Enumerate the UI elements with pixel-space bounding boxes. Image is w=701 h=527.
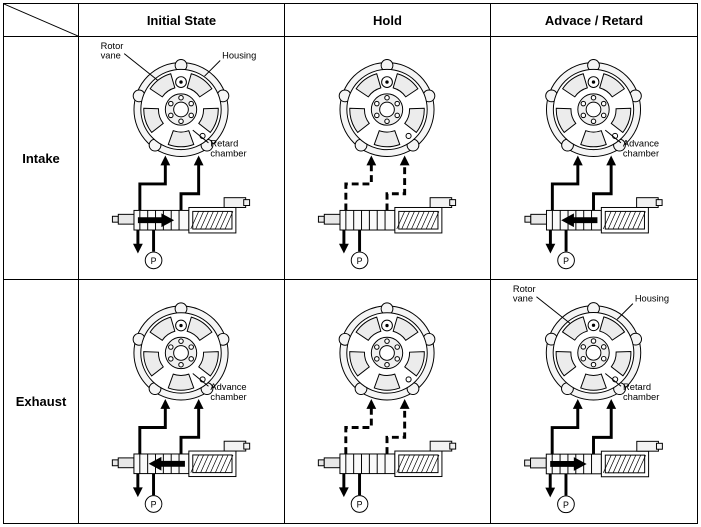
corner-cell (4, 4, 79, 37)
drain-arrow-icon (338, 487, 349, 498)
connector-icon (223, 197, 247, 208)
flow-arrowheads (572, 399, 617, 409)
connector-icon (429, 197, 453, 208)
oil-control-valve (317, 440, 457, 478)
flow-arrowheads (366, 399, 410, 409)
callout-housing: Housing (204, 51, 256, 77)
spool-flow-arrow-right (137, 213, 175, 228)
row-header-exhaust: Exhaust (4, 280, 79, 523)
spool-flow-arrow-left (148, 456, 185, 471)
callout-label: Housing (222, 51, 256, 61)
flow-arrowheads (160, 155, 204, 166)
cam-phaser (545, 302, 643, 401)
callout-label: Housing (635, 294, 669, 304)
connector-icon (429, 440, 453, 452)
spool-flow-arrow-left (561, 213, 598, 228)
pump-port-circle (557, 251, 575, 270)
port-label: P (357, 256, 363, 266)
drain-arrow-icon (545, 487, 556, 498)
port-label: P (563, 500, 569, 510)
oil-flow-lines (344, 404, 407, 454)
connector-icon (223, 440, 247, 452)
oil-control-valve (524, 440, 663, 478)
oil-pump-port: P (133, 230, 163, 270)
drain-arrow-icon (133, 243, 143, 254)
port-label: P (151, 499, 157, 509)
corner-diagonal (4, 4, 78, 36)
oil-flow-lines (550, 404, 613, 455)
oil-pump-port: P (545, 230, 575, 270)
oil-pump-port: P (132, 473, 163, 513)
oil-flow-lines (138, 404, 201, 454)
cell-intake-hold: P (285, 37, 491, 280)
drain-arrow-icon (132, 487, 143, 498)
diagram-intake-hold: P (317, 59, 457, 270)
cam-phaser (338, 302, 436, 401)
cell-exhaust-hold: P (285, 280, 491, 523)
connector-icon (636, 440, 659, 452)
oil-pump-port: P (545, 473, 575, 514)
pump-port-circle (144, 251, 163, 270)
row-header-intake: Intake (4, 37, 79, 280)
column-header-hold: Hold (285, 4, 491, 37)
flow-arrowheads (572, 155, 617, 166)
column-header-advance-retard: Advace / Retard (491, 4, 697, 37)
pump-port-circle (350, 251, 369, 270)
flow-arrowheads (366, 155, 410, 166)
oil-pump-port: P (339, 230, 369, 270)
callout-housing: Housing (616, 294, 669, 320)
drain-arrow-icon (339, 243, 349, 254)
port-label: P (151, 256, 157, 266)
oil-flow-lines (344, 161, 407, 211)
oil-flow-lines (138, 161, 201, 211)
port-label: P (357, 499, 363, 509)
cam-phaser (338, 59, 436, 158)
diagram-table: Initial State Hold Advace / Retard Intak… (3, 3, 698, 524)
spool-flow-arrow-right (550, 457, 587, 471)
oil-control-valve (111, 440, 251, 478)
pump-port-circle (557, 495, 575, 514)
diagram-exhaust-hold: P (317, 302, 457, 513)
connector-icon (636, 197, 659, 208)
cam-phaser (545, 59, 642, 158)
oil-flow-lines (550, 161, 613, 211)
oil-pump-port: P (338, 473, 369, 513)
pump-port-circle (350, 495, 369, 513)
cam-phaser (132, 302, 230, 401)
drain-arrow-icon (545, 243, 556, 254)
oil-control-valve (317, 197, 457, 234)
column-header-initial-state: Initial State (79, 4, 285, 37)
cam-phaser (132, 59, 230, 158)
port-label: P (563, 256, 569, 266)
pump-port-circle (144, 495, 163, 513)
flow-arrowheads (160, 399, 204, 409)
